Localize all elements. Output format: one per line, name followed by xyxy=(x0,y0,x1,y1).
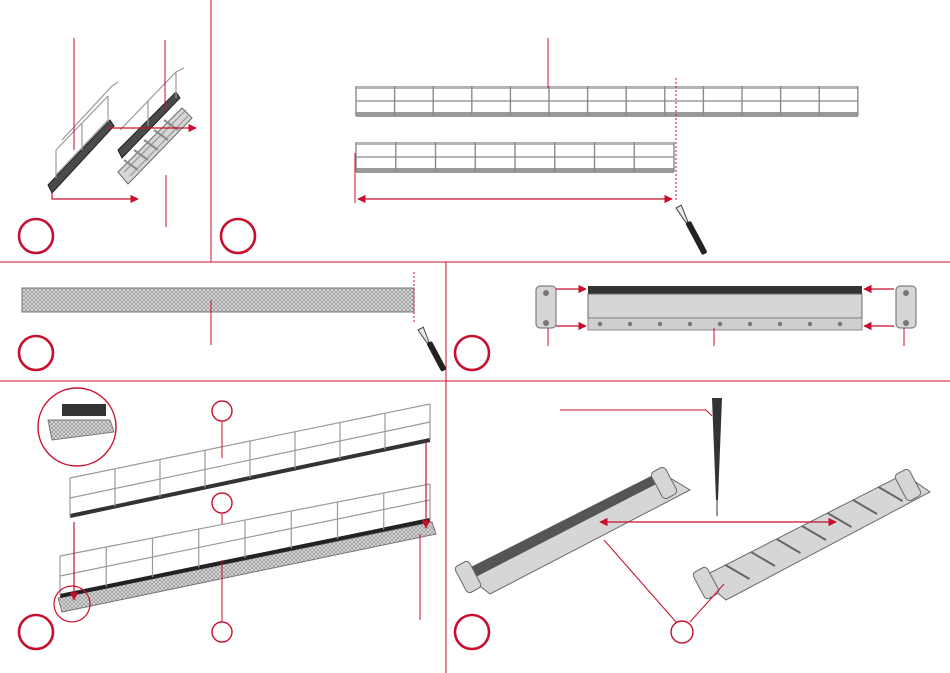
end-cap-right xyxy=(896,286,916,328)
mount-hole xyxy=(748,322,752,326)
panel-6-pierce-holes xyxy=(454,398,930,649)
callout-b xyxy=(212,493,232,513)
arrow-attach-bottom xyxy=(52,193,138,199)
panel-5-walkway-assembly xyxy=(19,388,436,649)
mount-hole xyxy=(628,322,632,326)
step-3-number xyxy=(19,336,53,370)
mount-hole xyxy=(778,322,782,326)
end-cap-left xyxy=(536,286,556,328)
panel-3-grating-cut xyxy=(19,272,447,372)
mount-hole xyxy=(838,322,842,326)
mount-hole xyxy=(688,322,692,326)
magnifier-detail-icon xyxy=(38,388,116,466)
panel-2-railing-cut xyxy=(221,38,858,256)
leader-callout-d-left xyxy=(604,540,676,622)
stair-assembled-right xyxy=(118,68,192,184)
mount-hole xyxy=(718,322,722,326)
stair-side-rail-left xyxy=(48,82,118,193)
panel-4-walkway-base xyxy=(455,286,916,370)
step-6-number xyxy=(455,615,489,649)
panel-1-stairs xyxy=(19,38,196,253)
mount-hole xyxy=(808,322,812,326)
railing-short xyxy=(356,142,674,173)
awl-tool-icon xyxy=(712,398,722,516)
railing-upper xyxy=(70,404,430,516)
railing-long xyxy=(356,86,858,117)
mesh-grating-strip xyxy=(22,288,414,312)
craft-knife-icon xyxy=(676,205,708,256)
mount-hole xyxy=(598,322,602,326)
mount-hole xyxy=(658,322,662,326)
step-2-number xyxy=(221,219,255,253)
walkway-section-left xyxy=(454,466,690,594)
step-4-number xyxy=(455,336,489,370)
step-5-number xyxy=(19,615,53,649)
callout-d xyxy=(671,621,693,643)
walkway-channel xyxy=(588,286,862,330)
callout-c xyxy=(212,622,232,642)
callout-a xyxy=(212,401,232,421)
craft-knife-icon xyxy=(418,327,447,373)
step-1-number xyxy=(19,219,53,253)
leader-awl xyxy=(560,410,712,416)
walkway-section-right xyxy=(692,468,930,600)
